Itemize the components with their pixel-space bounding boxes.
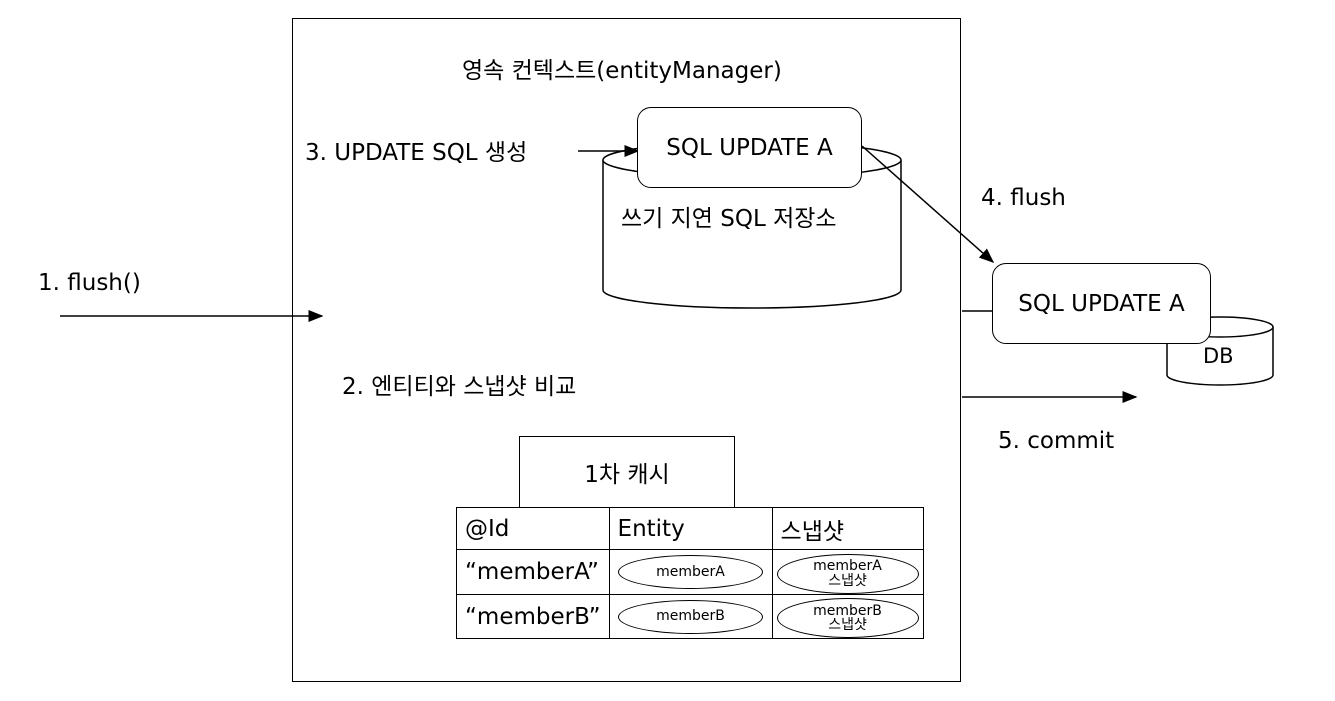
cache-title: 1차 캐시 — [519, 436, 735, 508]
sql-store-query-text: SQL UPDATE A — [666, 134, 833, 161]
flush-to-db-arrow — [861, 145, 995, 263]
row-entity-cell: memberB — [608, 593, 773, 640]
header-entity: Entity — [608, 507, 773, 550]
snapshot-oval: memberB 스냅샷 — [776, 598, 919, 639]
row-snapshot-cell: memberA 스냅샷 — [771, 549, 924, 595]
db-label: DB — [1203, 344, 1234, 368]
db-query-box: SQL UPDATE A — [992, 263, 1211, 344]
context-title: 영속 컨텍스트(entityManager) — [462, 58, 782, 84]
step-create-sql-label: 3. UPDATE SQL 생성 — [305, 140, 528, 166]
snapshot-line2: 스냅샷 — [828, 617, 867, 634]
step-flush-call-label: 1. flush() — [38, 270, 141, 296]
step-compare-label: 2. 엔티티와 스냅샷 비교 — [342, 374, 577, 400]
snapshot-line1: memberB — [813, 602, 882, 619]
row-entity-cell: memberA — [608, 549, 773, 595]
row-id: “memberA” — [456, 549, 610, 595]
header-id: @Id — [456, 507, 610, 550]
row-snapshot-cell: memberB 스냅샷 — [771, 593, 924, 640]
header-snapshot: 스냅샷 — [771, 507, 924, 550]
snapshot-line1: memberA — [813, 558, 882, 574]
cache-table: @Id Entity 스냅샷 “memberA” memberA memberA… — [456, 507, 924, 640]
sql-store-query-box: SQL UPDATE A — [637, 107, 862, 188]
entity-oval: memberA — [618, 554, 764, 589]
row-id: “memberB” — [456, 593, 610, 640]
table-header-row: @Id Entity 스냅샷 — [456, 507, 924, 550]
step-flush-label: 4. flush — [981, 185, 1066, 211]
table-row: “memberA” memberA memberA 스냅샷 — [456, 549, 924, 595]
entity-oval: memberB — [618, 599, 764, 634]
table-row: “memberB” memberB memberB 스냅샷 — [456, 593, 924, 640]
db-query-text: SQL UPDATE A — [1018, 290, 1185, 317]
snapshot-oval: memberA 스냅샷 — [776, 553, 919, 594]
cache-title-text: 1차 캐시 — [584, 462, 670, 488]
step-commit-label: 5. commit — [998, 428, 1115, 454]
snapshot-line2: 스냅샷 — [828, 572, 867, 589]
sql-store-label: 쓰기 지연 SQL 저장소 — [621, 206, 837, 232]
